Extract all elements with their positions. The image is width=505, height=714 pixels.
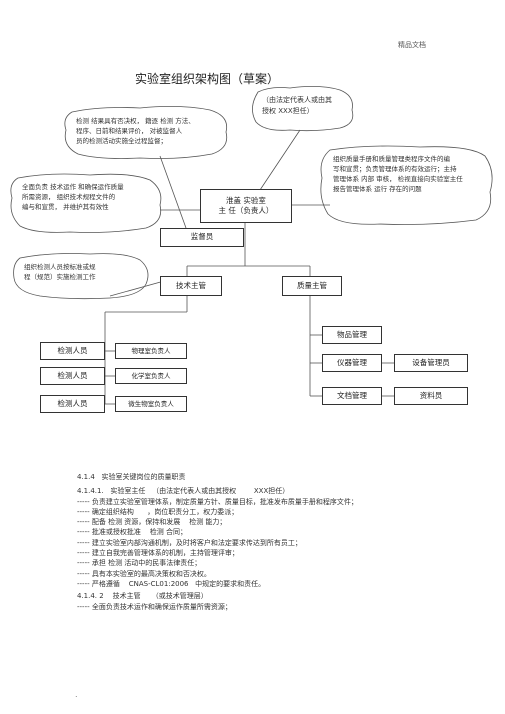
duties-text: 4.1.4 实验室关键岗位的质量职责 4.1.4.1. 实验室主任 （由法定代表…	[77, 472, 497, 612]
footer-mark: .	[75, 690, 78, 699]
page-title: 实验室组织架构图（草案）	[135, 72, 280, 86]
text-line: 4.1.4. 2 技术主管 （或技术管理层）	[77, 592, 208, 601]
room-box-physics: 物理室负责人	[115, 343, 187, 359]
callout-outline-left-low	[13, 253, 149, 300]
text-line: ----- 承担 检测 活动中的民事法律责任；	[77, 559, 202, 568]
text-line: 4.1.4.1. 实验室主任 （由法定代表人或由其授权 XXX担任）	[77, 487, 290, 496]
text-line: ----- 负责建立实验室管理体系，制定质量方针、质量目标，批准发布质量手册和程…	[77, 497, 358, 506]
callout-outline-left-top	[64, 106, 228, 159]
room-box-microbiology: 微生物室负责人	[115, 396, 187, 412]
text-line: ----- 配备 检测 资源，保持和发展 检测 能力；	[77, 518, 227, 527]
document-management-box: 文档管理	[322, 387, 382, 405]
tech-lead-box: 技术主管	[160, 276, 222, 296]
goods-management-box: 物品管理	[322, 326, 382, 344]
text-line: ----- 严格遵循 CNAS-CL01:2006 中规定的要求和责任。	[77, 579, 266, 588]
text-line: ----- 全面负责技术运作和确保运作质量所需资源；	[77, 602, 232, 611]
callout-outline-right	[320, 145, 493, 225]
text-line: ----- 建立自我完善管理体系的机制，主持管理评审；	[77, 549, 239, 558]
text-line: ----- 确定组织结构 ，岗位职责分工，权力委派；	[77, 507, 239, 516]
quality-lead-box: 质量主管	[282, 276, 342, 296]
archive-clerk-box: 资料员	[394, 387, 468, 405]
text-line: ----- 建立实验室内部沟通机制，及时将客户和法定要求传达到所有员工；	[77, 538, 302, 547]
director-line-2: 主 任（负责人）	[218, 206, 274, 215]
callout-top-center: （由法定代表人或由其 授权 XXX担任）	[262, 96, 332, 115]
callout-right: 组织质量手册和质量管理类程序文件的编 写和宣贯；负责管理体系的有效运行；主持 管…	[333, 155, 463, 194]
callout-left-top: 检测 结果具有否决权， 籍逐 检测 方法、 程序、日前和结果评价， 对被监督人 …	[76, 117, 195, 146]
inspector-box-2: 检测人员	[40, 367, 105, 385]
text-line: 4.1.4 实验室关键岗位的质量职责	[77, 473, 186, 481]
callout-left-low: 组织检测人员按标准或规 程（规范）实施检测工作	[24, 263, 96, 282]
callout-left-mid: 全面负责 技术运作 和确保运作质量 所需资源， 组织技术规程文件的 编与和宣贯，…	[22, 183, 124, 212]
room-box-chemistry: 化学室负责人	[115, 368, 187, 384]
equipment-admin-box: 设备管理员	[394, 354, 468, 372]
director-box: 淮盖 实验室 主 任（负责人）	[200, 189, 292, 223]
callout-outline-left-mid	[10, 173, 162, 233]
text-line: ----- 具有本实验室的最高决策权和否决权。	[77, 569, 211, 578]
supervisor-box: 监督员	[160, 228, 244, 247]
inspector-box-1: 检测人员	[40, 342, 105, 360]
text-line: ----- 批准或授权批准 检测 合同；	[77, 528, 187, 537]
instrument-management-box: 仪器管理	[322, 354, 382, 372]
director-line-1: 淮盖 实验室	[226, 195, 266, 205]
callout-outline-top-center	[252, 86, 354, 132]
header-mark: 精品文档	[398, 41, 426, 49]
inspector-box-3: 检测人员	[40, 395, 105, 413]
